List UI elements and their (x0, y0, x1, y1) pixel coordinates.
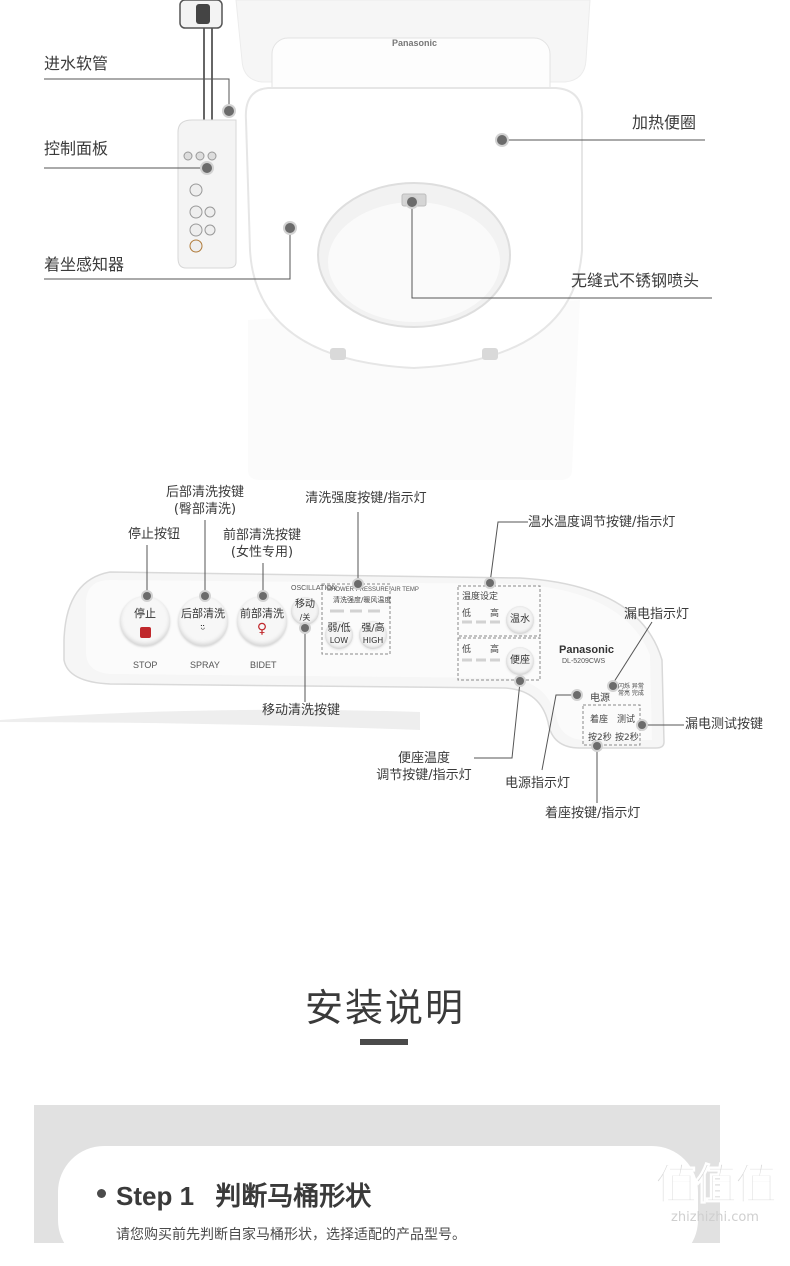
leak-status-words: 闪烁 异常 常亮 完成 (618, 683, 644, 697)
spray-button-label: 后部清洗 (181, 607, 225, 620)
oscillation-button[interactable]: 移动 /关 (291, 597, 319, 625)
water-low-label: 低 (462, 609, 472, 619)
front-wash-marker (259, 592, 267, 600)
seat-sensor-label: 着坐感知器 (44, 255, 125, 274)
nozzle-marker (407, 197, 417, 207)
site-watermark: 值值值 zhizhizhi.com (640, 1160, 790, 1226)
pressure-high-button[interactable]: 强/高 HIGH (359, 621, 387, 649)
pressure-en-label: SHOWER PRESSURE·AIR TEMP (327, 587, 419, 593)
stop-callout: 停止按钮 (127, 527, 180, 542)
pressure-callout: 清洗强度按键/指示灯 (305, 491, 427, 506)
seat-sensor-marker (285, 223, 295, 233)
rear-wash-callout-1: 后部清洗按键 (165, 485, 244, 500)
watermark-url: zhizhizhi.com (671, 1210, 759, 1225)
seat-temp-marker (516, 677, 524, 685)
water-temp-callout: 温水温度调节按键/指示灯 (528, 515, 676, 530)
leak-test-marker (638, 721, 646, 729)
pressure-marker (354, 580, 362, 588)
watermark-logo: 值值值 (654, 1160, 777, 1210)
step-subtitle: 判断马桶形状 (215, 1182, 372, 1212)
leak-test-callout: 漏电测试按键 (685, 717, 764, 732)
oscillation-off-label: /关 (299, 613, 311, 622)
spray-icon: ᵕ̈ (200, 623, 206, 636)
pressure-low-en-label: LOW (329, 636, 349, 645)
pressure-low-label: 弱/低 (327, 623, 351, 634)
toilet-seat-drawing (44, 0, 712, 480)
rear-wash-callout-2: (臀部清洗) (173, 502, 237, 517)
step-bullet-icon (97, 1189, 106, 1198)
control-panel-label: 控制面板 (44, 139, 109, 158)
front-wash-callout-2: (女性专用) (230, 545, 294, 560)
control-panel-drawing (0, 512, 684, 803)
front-wash-callout-1: 前部清洗按键 (222, 528, 301, 543)
warm-water-button[interactable]: 温水 (506, 606, 534, 634)
lid-brand-text: Panasonic (392, 38, 438, 48)
bidet-icon: ♀ (256, 621, 268, 637)
seat-high-label: 高 (490, 645, 500, 655)
stop-button-label: 停止 (134, 607, 156, 620)
power-label: 电源 (590, 693, 610, 704)
stop-en-label: STOP (133, 660, 158, 670)
step-heading: Step 1 判断马桶形状 (116, 1176, 371, 1213)
water-temp-marker (486, 579, 494, 587)
step-description: 请您购买前先判断自家马桶形状，选择适配的产品型号。 (116, 1227, 466, 1243)
pressure-low-button[interactable]: 弱/低 LOW (325, 621, 353, 649)
rear-wash-marker (201, 592, 209, 600)
seated-button[interactable]: 着座 (590, 715, 609, 725)
seat-temp-label: 便座 (510, 655, 530, 666)
water-hose-label: 进水软管 (44, 54, 109, 73)
warm-water-label: 温水 (510, 614, 530, 625)
oscillation-button-label: 移动 (295, 599, 315, 610)
oscillation-en-label: OSCILLATION (291, 585, 337, 592)
temp-setting-label: 温度设定 (462, 592, 499, 602)
test-press2s-label: 按2秒 (615, 733, 639, 743)
spray-en-label: SPRAY (190, 660, 220, 670)
step-number: Step 1 (116, 1181, 195, 1211)
seat-button-callout: 着座按键/指示灯 (545, 806, 641, 821)
bidet-button-label: 前部清洗 (240, 607, 284, 620)
seated-marker (593, 742, 601, 750)
water-hose-marker (224, 106, 234, 116)
seat-temp-callout-1: 便座温度 (397, 751, 450, 766)
nozzle-label: 无缝式不锈钢喷头 (571, 271, 700, 290)
seat-temp-callout-2: 调节按键/指示灯 (376, 768, 472, 783)
oscillation-marker (301, 624, 309, 632)
leak-test-button[interactable]: 测试 (617, 715, 636, 725)
leak-indicator-callout: 漏电指示灯 (624, 607, 690, 622)
pressure-high-label: 强/高 (361, 623, 385, 634)
seat-low-label: 低 (462, 645, 472, 655)
power-indicator-callout: 电源指示灯 (505, 776, 571, 791)
bidet-button[interactable]: 前部清洗 ♀ (237, 596, 287, 646)
seated-press2s-label: 按2秒 (588, 733, 612, 743)
stop-marker (143, 592, 151, 600)
panel-brand-logo: Panasonic (559, 644, 615, 656)
pressure-high-en-label: HIGH (362, 636, 384, 645)
title-underline (360, 1039, 408, 1045)
control-panel-marker (202, 163, 212, 173)
bidet-en-label: BIDET (250, 660, 277, 670)
leak-indicator-marker (609, 682, 617, 690)
model-number: DL-5209CWS (562, 658, 606, 665)
spray-button[interactable]: 后部清洗 ᵕ̈ (178, 596, 228, 646)
heated-seat-label: 加热便圈 (632, 113, 697, 132)
section-title: 安装说明 (304, 986, 465, 1030)
stop-button[interactable]: 停止 (120, 596, 170, 646)
water-high-label: 高 (490, 609, 500, 619)
pressure-zh-label: 清洗强度/暖风温度 (333, 596, 392, 604)
stop-square-icon (139, 627, 151, 638)
heated-seat-marker (497, 135, 507, 145)
power-indicator-marker (573, 691, 581, 699)
oscillation-callout: 移动清洗按键 (262, 703, 341, 718)
seat-temp-button[interactable]: 便座 (506, 647, 534, 675)
